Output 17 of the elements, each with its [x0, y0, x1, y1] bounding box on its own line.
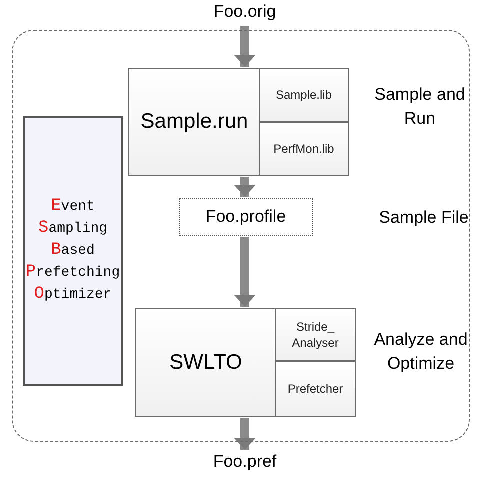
dashed-boundary	[12, 30, 470, 442]
stage-label: Sample and Run	[374, 84, 466, 130]
file-label: Foo.pref	[200, 450, 290, 474]
panel-text: Event Sampling Based Prefetching Optimizer	[25, 196, 121, 306]
stage-label: Analyze and Optimize	[373, 329, 469, 375]
module-cell: Prefetcher	[275, 361, 356, 417]
module-cell: Stride_ Analyser	[275, 308, 356, 361]
optimizer-panel	[23, 116, 123, 386]
flow-arrow	[234, 237, 256, 307]
file-label: Foo.orig	[200, 0, 290, 24]
process-title: Sample.run	[140, 109, 248, 136]
module-cell: PerfMon.lib	[259, 122, 349, 176]
process-title: SWLTO	[170, 350, 242, 376]
stage-label: Sample File	[379, 207, 469, 229]
flow-arrow	[234, 26, 256, 67]
module-cell: Sample.lib	[259, 68, 349, 122]
flow-arrow	[234, 177, 256, 197]
